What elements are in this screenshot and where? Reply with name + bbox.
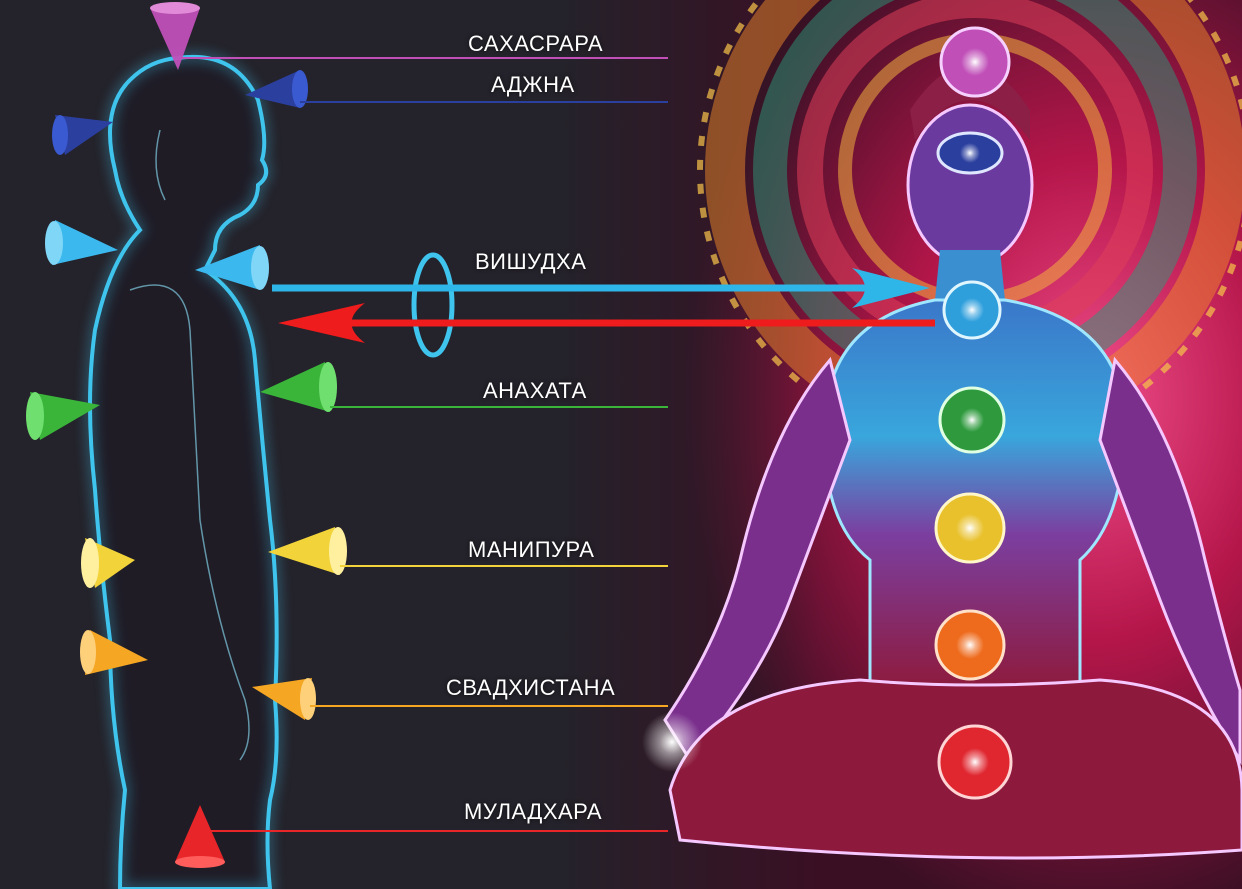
throat-ring-icon bbox=[411, 252, 455, 358]
sacral-front-cone-icon bbox=[252, 678, 312, 720]
energy-cones bbox=[26, 2, 347, 868]
heart-back-cone-icon bbox=[30, 392, 100, 440]
root-cone-icon bbox=[175, 805, 225, 862]
heart-front-cone-icon bbox=[260, 362, 330, 412]
muladhara-label: МУЛАДХАРА bbox=[464, 799, 603, 824]
solar-front-cone-icon bbox=[268, 527, 340, 575]
label-lines bbox=[180, 57, 668, 832]
ajna-back-cone-icon bbox=[55, 115, 113, 155]
sacral-back-cone-icon bbox=[85, 630, 148, 675]
sahasrara-label: САХАСРАРА bbox=[468, 31, 604, 56]
vishuddha-exchange bbox=[272, 252, 935, 358]
anahata-label: АНАХАТА bbox=[483, 378, 587, 403]
throat-back-cone-icon bbox=[52, 220, 118, 265]
crown-cone-icon bbox=[150, 8, 200, 70]
vishuddha-label: ВИШУДХА bbox=[475, 249, 587, 274]
svadhisthana-label: СВАДХИСТАНА bbox=[446, 675, 616, 700]
standing-silhouette bbox=[85, 52, 282, 889]
manipura-label: МАНИПУРА bbox=[468, 537, 595, 562]
throat-front-cone-icon bbox=[195, 245, 260, 290]
ajna-front-cone-icon bbox=[245, 70, 300, 108]
ajna-label: АДЖНА bbox=[491, 72, 575, 97]
chakra-markers bbox=[934, 26, 1013, 800]
